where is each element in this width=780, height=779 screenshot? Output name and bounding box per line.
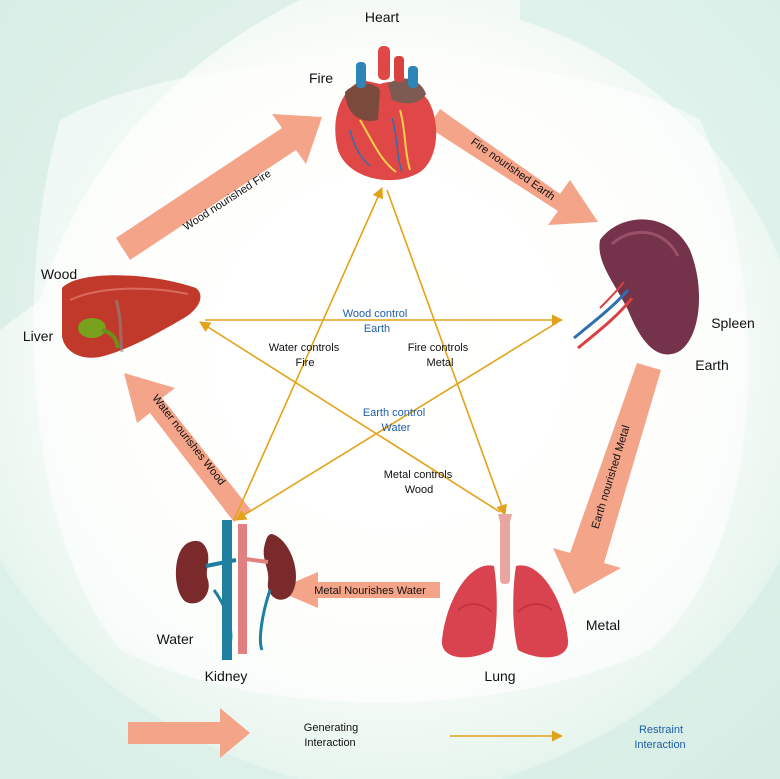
lung-illustration (441, 514, 569, 658)
metal-controls-label-1: Metal controls (384, 469, 453, 481)
restraint-labels: Wood control Earth Water controls Fire F… (269, 308, 469, 496)
wood-control-label-1: Wood control (343, 308, 408, 320)
fire-label: Fire (309, 70, 333, 86)
metal-label: Metal (586, 617, 620, 633)
arrow-earth-to-metal (553, 363, 661, 594)
kidney-illustration (175, 520, 297, 660)
generating-arrows (116, 109, 661, 608)
arrow-metal-to-water (276, 572, 440, 608)
liver-label: Liver (23, 328, 54, 344)
legend-generating-label-2: Interaction (304, 737, 355, 749)
legend: Generating Interaction Restraint Interac… (128, 708, 686, 758)
arrow-fire-to-earth (428, 109, 598, 225)
wood-control-label-2: Earth (364, 323, 390, 335)
legend-restraint-label-2: Interaction (634, 739, 685, 751)
arrow-water-controls-fire (233, 186, 384, 521)
heart-illustration (335, 46, 437, 181)
fire-controls-label-1: Fire controls (408, 342, 469, 354)
arrow-wood-to-fire (116, 114, 322, 260)
water-label: Water (157, 631, 194, 647)
legend-generating-label-1: Generating (304, 722, 358, 734)
arrow-water-to-wood (124, 373, 251, 522)
spleen-illustration (573, 219, 700, 355)
heart-label: Heart (365, 9, 399, 25)
metal-nourishes-water-label: Metal Nourishes Water (314, 585, 426, 597)
earth-label: Earth (695, 357, 728, 373)
arrow-fire-controls-metal (386, 189, 507, 517)
arrow-earth-controls-water (235, 321, 559, 521)
kidney-label: Kidney (205, 668, 248, 684)
earth-control-label-2: Water (382, 422, 411, 434)
legend-restraint-label-1: Restraint (639, 724, 683, 736)
arrow-metal-controls-wood (199, 321, 501, 513)
spleen-label: Spleen (711, 315, 755, 331)
node-labels: Heart Fire Wood Liver Spleen Earth Water… (23, 9, 755, 684)
liver-illustration (62, 275, 201, 358)
restraint-arrows (199, 186, 564, 521)
legend-generating-arrow (128, 708, 250, 758)
earth-control-label-1: Earth control (363, 407, 425, 419)
metal-controls-label-2: Wood (405, 484, 434, 496)
water-controls-label-1: Water controls (269, 342, 340, 354)
lung-label: Lung (484, 668, 515, 684)
wood-label: Wood (41, 266, 77, 282)
water-controls-label-2: Fire (296, 357, 315, 369)
fire-controls-label-2: Metal (427, 357, 454, 369)
